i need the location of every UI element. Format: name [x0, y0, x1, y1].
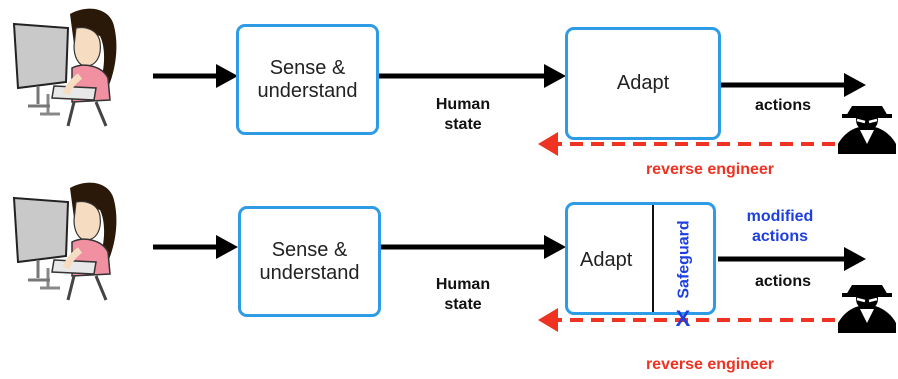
actions-label: actions — [754, 97, 811, 114]
adapt-label: Adapt — [616, 72, 670, 94]
sense-understand-box: Sense & understand — [238, 206, 381, 317]
human-state-label: Human state — [435, 96, 491, 133]
reverse-engineer-label: reverse engineer — [645, 161, 775, 178]
user-at-computer-icon — [14, 9, 116, 126]
sense-understand-label: Sense & understand — [257, 56, 358, 102]
safeguard-label: Safeguard — [675, 220, 693, 299]
sense-understand-label: Sense & understand — [259, 238, 360, 284]
modified-actions-label: modified actions — [746, 208, 814, 245]
reverse-engineer-label: reverse engineer — [645, 356, 775, 373]
sense-understand-box: Sense & understand — [236, 24, 379, 135]
adapt-safeguard-box: Adapt Safeguard — [565, 202, 716, 315]
blocked-mark: X — [675, 306, 691, 331]
adapt-box: Adapt — [565, 27, 721, 140]
attacker-icon — [836, 283, 898, 335]
human-state-label: Human state — [435, 276, 491, 313]
safeguard-divider — [652, 205, 654, 312]
actions-label: actions — [754, 273, 811, 290]
adapt-label: Adapt — [580, 249, 633, 271]
user-at-computer-icon — [14, 183, 116, 300]
attacker-icon — [836, 104, 898, 156]
